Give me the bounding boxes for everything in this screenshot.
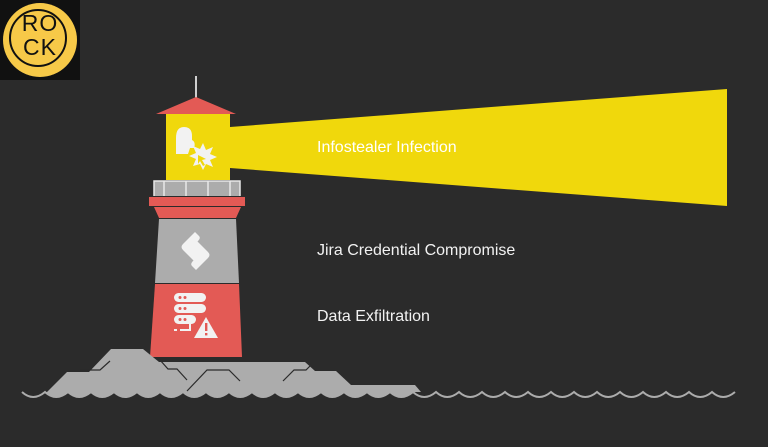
logo-line-2: CK <box>23 34 57 60</box>
infostealer-icon <box>176 127 217 170</box>
gallery-railing <box>153 180 241 196</box>
jira-icon <box>181 232 210 270</box>
stage-label-exfiltration: Data Exfiltration <box>317 308 430 325</box>
balcony-band <box>149 197 245 206</box>
server-warning-icon <box>174 293 218 338</box>
stage-label-jira: Jira Credential Compromise <box>317 242 516 259</box>
logo-inner-ring <box>9 9 67 67</box>
antenna <box>195 76 197 98</box>
logo-badge: RO CK <box>3 3 77 77</box>
lighthouse-roof <box>156 97 236 114</box>
rock-logo: RO CK <box>0 0 80 80</box>
rock-base-waves <box>45 392 422 397</box>
logo-text: RO CK <box>3 11 77 59</box>
rocks <box>47 349 421 392</box>
tower-lower <box>150 284 242 357</box>
lantern-room <box>166 114 230 180</box>
balcony-support <box>154 207 241 218</box>
light-beam <box>230 89 727 206</box>
stage-label-infostealer: Infostealer Infection <box>317 139 457 156</box>
logo-line-1: RO <box>21 10 59 36</box>
